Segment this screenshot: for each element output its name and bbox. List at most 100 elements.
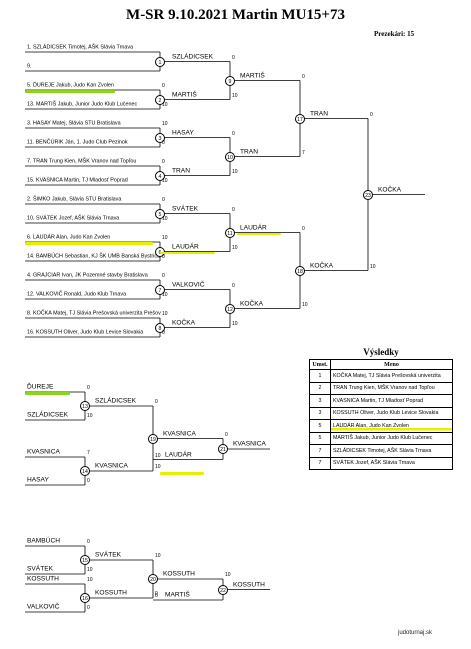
match-score: 0	[162, 159, 165, 165]
match-score: 0	[162, 273, 165, 279]
winner-name: SVÁTEK	[95, 551, 122, 559]
match-score: 10	[155, 553, 161, 559]
entrant-name: 5. ĎUREJE Jakub, Judo Kan Zvolen	[27, 82, 114, 89]
match-score: 10	[162, 178, 168, 184]
match-number: 15	[80, 555, 90, 565]
results-rank: 5	[309, 419, 331, 433]
repechage-entrant: ĎUREJE	[27, 383, 54, 391]
match-score: 10	[162, 102, 168, 108]
match-score: 10	[232, 168, 238, 175]
match-number: 7	[155, 284, 165, 295]
match-score: 0	[87, 385, 90, 391]
results-rank: 2	[309, 381, 331, 395]
match-score: 0	[87, 539, 90, 545]
winner-name: TRAN	[240, 147, 258, 155]
winner-name: SZLÁDICSEK	[95, 397, 137, 405]
match-score: 10	[302, 301, 308, 308]
results-name: KOČKA Matej, TJ Slávia Prešovská univerz…	[330, 369, 453, 383]
repechage-entrant: HASAY	[27, 476, 49, 484]
semifinal-loser: MARTIŠ	[165, 591, 190, 599]
entrant-name: 13. MARTIŠ Jakub, Junior Judo Klub Lučen…	[27, 101, 138, 108]
match-score: 0	[155, 591, 158, 597]
winner-name: SZLÁDICSEK	[172, 52, 214, 60]
match-score: 0	[87, 478, 90, 484]
winner-name: KVASNICA	[95, 462, 128, 470]
highlight-mark	[237, 232, 281, 235]
semifinal-loser: LAUDÁR	[165, 450, 192, 458]
match-score: 10	[162, 311, 168, 317]
results-name: LAUDÁR Alan, Judo Kan Zvolen	[330, 419, 453, 433]
results-name: TRAN Trung Kien, MŠK Vranov nad Topľou	[330, 381, 453, 395]
entrant-name: 10. SVÁTEK Jozef, AŠK Slávia Trnava	[27, 215, 120, 222]
match-score: 0	[162, 83, 165, 89]
match-score: 0	[370, 111, 373, 118]
match-score: 10	[87, 567, 93, 573]
entrant-name: 16. KOSSUTH Oliver, Judo Klub Levice Slo…	[27, 329, 144, 336]
match-number: 10	[225, 151, 235, 162]
match-number: 22	[218, 584, 228, 595]
match-score: 0	[232, 54, 235, 61]
winner-name: TRAN	[172, 166, 190, 174]
match-score: 10	[370, 263, 376, 270]
match-score: 10	[162, 216, 168, 222]
participant-count: Prezekári: 15	[374, 30, 415, 38]
winner-name: KOSSUTH	[163, 570, 195, 578]
repechage-entrant: VALKOVIČ	[27, 603, 60, 611]
match-score: 0	[87, 605, 90, 611]
entrant-name: 11. BENČÚRIK Ján, 1. Judo Club Pezinok	[27, 139, 128, 146]
match-score: 0	[155, 399, 158, 405]
winner-name: KOČKA	[310, 261, 334, 269]
match-score: 0	[302, 73, 305, 80]
match-score: 10	[162, 235, 168, 241]
match-number: 18	[295, 265, 305, 276]
results-rank: 7	[309, 444, 331, 458]
match-number: 12	[225, 303, 235, 314]
match-score: 7	[87, 450, 90, 456]
match-number: 21	[218, 444, 228, 454]
results-rank: 1	[309, 369, 331, 383]
entrant-name: 2. ŠIMKO Jakub, Slávia STU Bratislava	[27, 196, 122, 203]
highlight-mark	[25, 242, 153, 245]
match-number: 5	[155, 208, 165, 219]
match-score: 0	[225, 431, 228, 438]
match-number: 11	[225, 227, 235, 238]
results-name: KVASNICA Martin, TJ Mladosť Poprad	[330, 394, 453, 408]
match-number: 17	[295, 113, 305, 124]
match-score: 10	[87, 413, 93, 419]
results-header-rank: Umst.	[309, 359, 331, 370]
entrant-name: 6. LAUDÁR Alan, Judo Kan Zvolen	[27, 234, 111, 241]
highlight-mark	[25, 392, 70, 395]
source-footer: judoturnaj.sk	[398, 630, 433, 636]
match-number: 2	[155, 94, 165, 105]
match-score: 10	[162, 292, 168, 298]
results-rank: 3	[309, 394, 331, 408]
entrant-name: 12. VALKOVIČ Ronald, Judo Klub Trnava	[27, 291, 127, 298]
results-header-name: Meno	[330, 359, 453, 370]
match-number: 9	[225, 75, 235, 86]
match-score: 10	[155, 452, 161, 459]
match-number: 23	[363, 189, 373, 200]
match-score: 10	[162, 121, 168, 127]
winner-name: KOČKA	[172, 318, 196, 326]
match-score: 0	[162, 254, 165, 260]
winner-name: LAUDÁR	[240, 223, 267, 231]
match-score: 0	[162, 330, 165, 336]
winner-name: LAUDÁR	[172, 242, 199, 250]
match-score: 0	[232, 130, 235, 137]
entrant-name: 3. HASAY Matej, Slávia STU Bratislava	[27, 120, 121, 127]
match-score: 10	[225, 572, 231, 578]
winner-name: TRAN	[310, 109, 328, 117]
results-rank: 3	[309, 406, 331, 420]
match-number: 16	[80, 593, 90, 603]
match-number: 1	[155, 56, 165, 67]
entrant-name: 8. KOČKA Matej, TJ Slávia Prešovská univ…	[27, 310, 161, 317]
highlight-mark	[160, 251, 215, 254]
results-name: MARTIŠ Jakub, Junior Judo Klub Lučenec	[330, 431, 453, 445]
match-number: 19	[148, 433, 158, 444]
